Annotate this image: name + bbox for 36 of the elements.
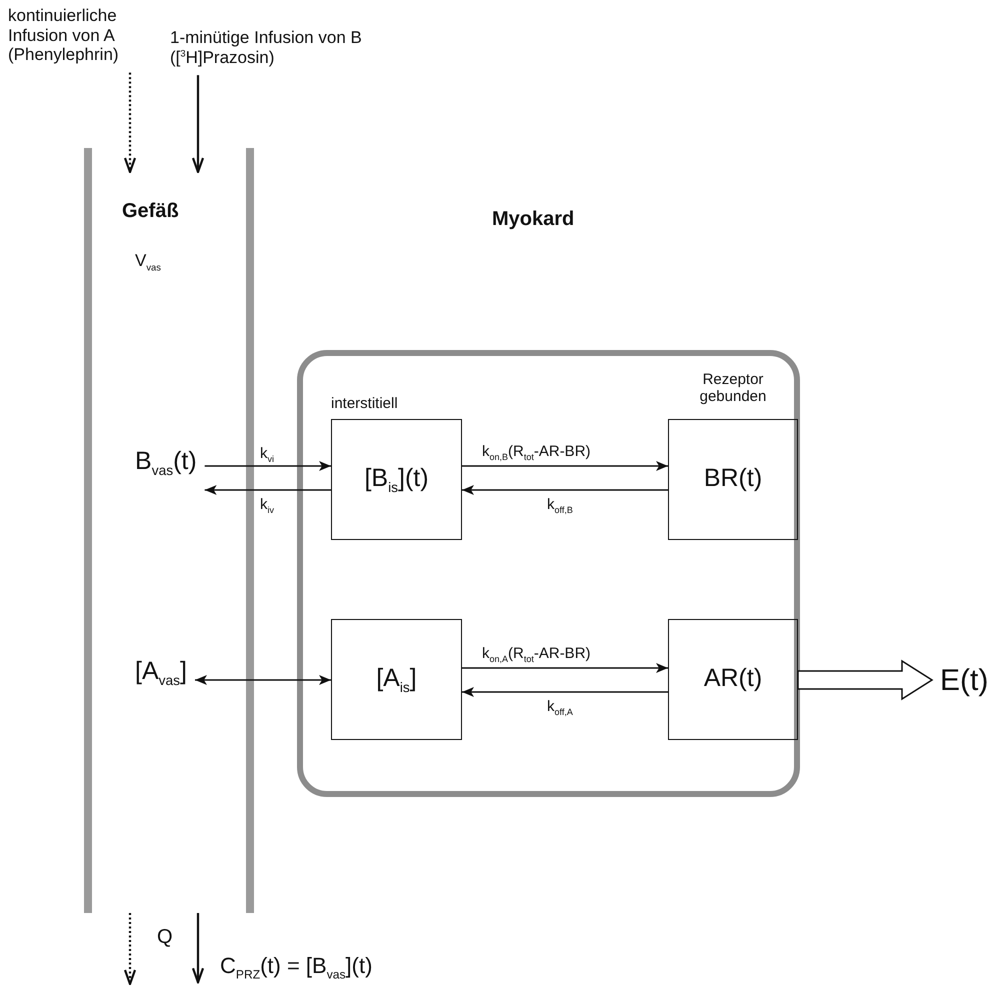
state-label: BR(t) [702,464,764,493]
rate-label: k$_{off,B}$ [545,497,575,516]
vessel-band [84,148,254,913]
arrow [462,663,668,673]
region-title: Myokard [492,208,574,231]
arrow [462,461,668,471]
state-label: [B$_{is}$](t) [363,464,430,496]
rate-label: k$_{on,A}$(R$_{tot}$-AR-BR) [480,646,593,665]
arrow [462,485,668,495]
dotted-arrow [124,72,136,174]
arrow [204,485,331,495]
volume-label: V$_{vas}$ [135,251,161,274]
block-arrow [797,660,934,700]
arrow [462,687,668,697]
infusion-note: kontinuierliche Infusion von A (Phenylephrin) [8,6,148,65]
rate-label: k$_{off,A}$ [545,699,575,718]
dotted-arrow [124,913,136,986]
compartment-frame [297,350,800,797]
rate-label: k$_{vi}$ [258,446,276,465]
rate-label: k$_{iv}$ [258,497,276,516]
rate-label: k$_{on,B}$(R$_{tot}$-AR-BR) [480,444,593,463]
state-label: AR(t) [702,664,764,693]
state-label: E(t) [940,664,987,698]
compartment-heading: interstitiell [331,395,399,412]
infusion-note: 1-minütige Infusion von B ([$^{3}$H]Prazosin) [170,28,370,68]
state-label: C$_{PRZ}$(t) = [B$_{vas}$](t) [220,953,372,982]
state-label: B$_{vas}$(t) [135,447,197,479]
arrow [192,75,204,174]
state-label: [A$_{is}$] [375,664,418,696]
state-label: [A$_{vas}$] [135,657,187,689]
flow-label: Q [157,926,173,949]
arrow [194,675,331,685]
compartment-title: Gefäß [122,200,179,223]
arrow [204,461,331,471]
arrow [192,913,204,984]
compartment-heading: Rezeptor gebunden [698,371,768,406]
